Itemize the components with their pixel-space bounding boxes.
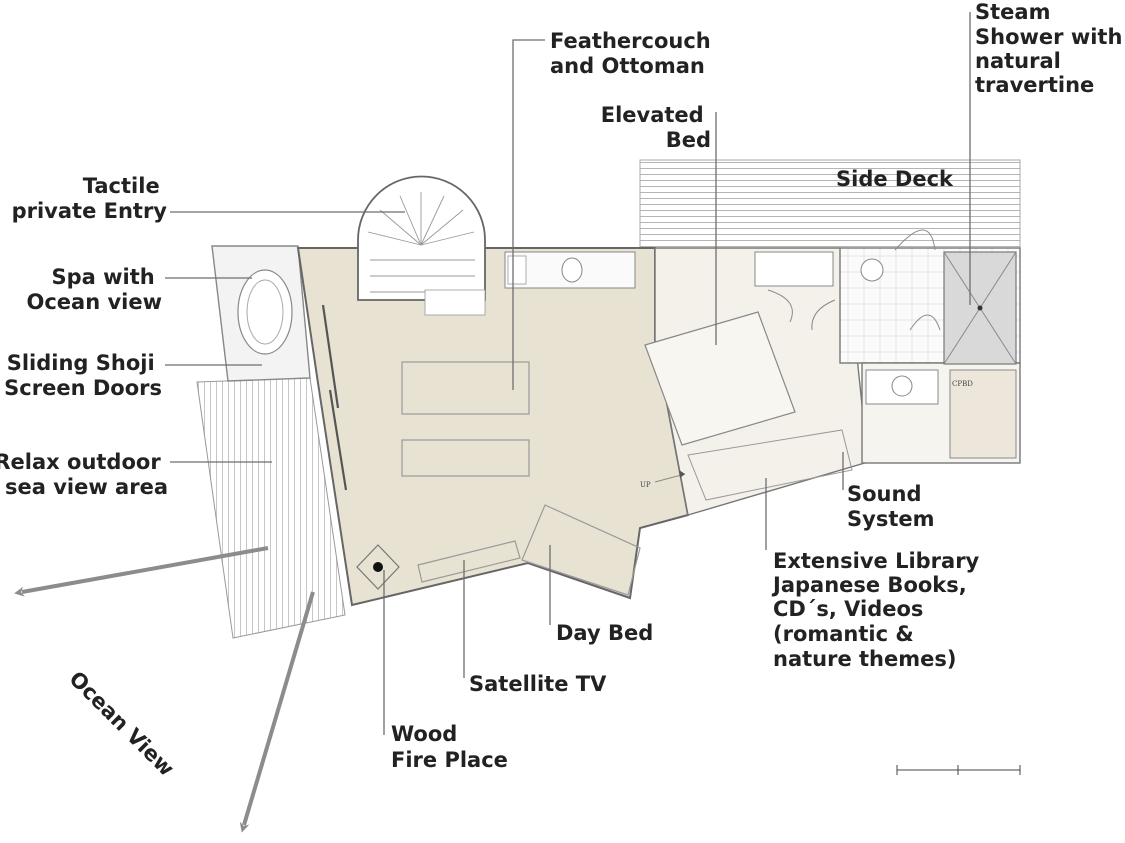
- bedroom-door-swing-1: [767, 289, 793, 323]
- ottoman: [401, 439, 530, 477]
- steam-shower-label: Steam Shower with natural travertine: [975, 0, 1125, 97]
- day-bed-label: Day Bed: [556, 621, 653, 645]
- bath-door-swing: [894, 229, 936, 251]
- day-bed: [521, 504, 641, 596]
- side-deck-area: [639, 159, 1021, 249]
- bath-sink: [891, 375, 913, 397]
- ocean-view-label: Ocean View: [64, 667, 178, 781]
- scale-bar: [896, 765, 1021, 775]
- stair-treads: [367, 192, 475, 293]
- feathercouch-label: Feathercouch and Ottoman: [550, 29, 718, 78]
- shower-drain: [977, 305, 983, 311]
- kitchen-sink: [561, 257, 583, 283]
- relax-area-label: Relax outdoor sea view area: [0, 450, 168, 499]
- bed-base: [687, 429, 853, 501]
- stair-landing: [424, 289, 486, 316]
- cpbd-label: CPBD: [952, 380, 973, 388]
- wood-fire-place: [356, 544, 400, 590]
- ocean-arrow-left: [14, 546, 269, 597]
- shoji-label: Sliding Shoji Screen Doors: [4, 351, 162, 400]
- feathercouch: [401, 361, 530, 415]
- ocean-arrow-down: [239, 591, 315, 833]
- stove: [507, 255, 527, 285]
- elevated-bed: [644, 311, 796, 446]
- side-deck-label: Side Deck: [836, 167, 954, 191]
- living-room-floor: [296, 247, 690, 607]
- leader-lines: [165, 12, 971, 735]
- fire-place-dot: [373, 562, 383, 572]
- shoji-screen-1: [321, 304, 340, 409]
- toilet: [860, 258, 884, 282]
- bedroom-door-swing-2: [811, 299, 836, 331]
- shoji-screen-2: [328, 389, 348, 491]
- wardrobe: [754, 251, 834, 287]
- satellite-tv-label: Satellite TV: [469, 672, 607, 696]
- spa-label: Spa with Ocean view: [26, 265, 162, 314]
- sound-system-label: Sound System: [847, 482, 934, 531]
- wood-fire-label: Wood Fire Place: [391, 722, 508, 772]
- up-label: UP: [640, 481, 651, 489]
- elevated-bed-label: Elevated Bed: [601, 103, 711, 152]
- spa-tub-inner: [246, 279, 284, 345]
- shower-door-swing: [909, 314, 941, 331]
- library-label: Extensive Library Japanese Books, CD´s, …: [771, 549, 987, 671]
- spiral-stair: [357, 175, 486, 301]
- tactile-entry-label: Tactile private Entry: [12, 174, 168, 223]
- satellite-tv-console: [417, 540, 521, 583]
- cupboard-room: [949, 369, 1017, 459]
- spa-tub: [237, 269, 293, 355]
